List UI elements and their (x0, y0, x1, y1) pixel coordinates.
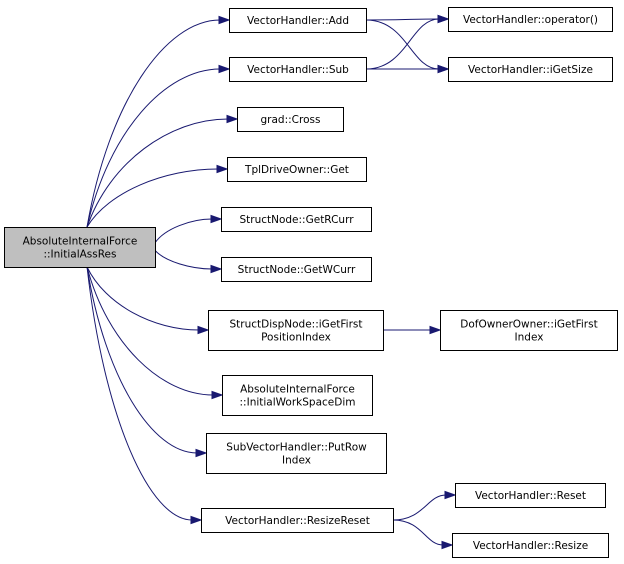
node-box (221, 207, 372, 232)
edge-root-to-sn-getwcurr (154, 249, 213, 270)
edge-root-to-vh-resizereset (86, 266, 193, 521)
arrowhead (211, 390, 224, 400)
node-box (208, 310, 384, 351)
node-label: Index (282, 455, 311, 467)
arrowhead (226, 114, 239, 124)
edge-root-to-svh-putrow (86, 266, 198, 454)
node-vh-resizereset[interactable]: VectorHandler::ResizeReset (201, 508, 394, 533)
nodes-layer: AbsoluteInternalForce::InitialAssResVect… (4, 7, 618, 558)
edge-root-to-vh-add (86, 19, 221, 228)
node-box (201, 508, 394, 533)
arrowhead (444, 490, 457, 500)
node-vh-reset[interactable]: VectorHandler::Reset (455, 483, 606, 508)
node-box (455, 483, 606, 508)
node-box (448, 57, 613, 82)
edge-root-to-sdn-igetfirst (86, 266, 200, 331)
arrowhead (210, 264, 223, 274)
node-box (4, 227, 156, 268)
node-box (229, 57, 367, 82)
node-label: ::InitialAssRes (43, 249, 116, 261)
arrowhead (218, 64, 231, 74)
node-box (206, 433, 387, 474)
node-vh-sub[interactable]: VectorHandler::Sub (229, 57, 367, 82)
node-vh-add[interactable]: VectorHandler::Add (229, 8, 367, 33)
arrowhead (190, 515, 203, 525)
edge-vh-add-to-vh-op (365, 18, 440, 21)
node-label: AbsoluteInternalForce (23, 236, 138, 248)
node-label: StructDispNode::iGetFirst (230, 319, 363, 331)
edge-vh-resizereset-to-vh-resize (392, 519, 444, 546)
node-label: PositionIndex (261, 332, 331, 344)
node-box (221, 257, 372, 282)
arrowhead (437, 14, 450, 24)
node-vh-igetsize[interactable]: VectorHandler::iGetSize (448, 57, 613, 82)
arrowhead (441, 540, 454, 550)
edge-root-to-aif-initws (86, 266, 214, 396)
arrowhead (210, 214, 223, 224)
node-label: VectorHandler::iGetSize (468, 64, 593, 76)
node-label: SubVectorHandler::PutRow (226, 442, 367, 454)
node-label: VectorHandler::ResizeReset (225, 515, 370, 527)
node-label: grad::Cross (261, 114, 321, 126)
edge-root-to-vh-sub (86, 68, 221, 228)
node-label: StructNode::GetWCurr (238, 264, 356, 276)
edge-root-to-sn-getrcurr (154, 218, 213, 244)
node-box (440, 310, 618, 351)
node-label: Index (515, 332, 544, 344)
node-sn-getrcurr[interactable]: StructNode::GetRCurr (221, 207, 372, 232)
node-label: VectorHandler::operator() (463, 14, 598, 26)
node-box (452, 533, 609, 558)
edge-root-to-grad-cross (86, 118, 229, 228)
edge-vh-sub-to-vh-op (365, 18, 440, 70)
node-aif-initws[interactable]: AbsoluteInternalForce::InitialWorkSpaceD… (222, 375, 373, 416)
node-label: VectorHandler::Resize (473, 540, 588, 552)
node-label: ::InitialWorkSpaceDim (240, 397, 356, 409)
arrowhead (216, 164, 229, 174)
node-vh-resize[interactable]: VectorHandler::Resize (452, 533, 609, 558)
edge-vh-resizereset-to-vh-reset (392, 494, 447, 521)
arrowhead (429, 325, 442, 335)
arrowhead (437, 64, 450, 74)
edges-layer (86, 14, 457, 550)
node-label: DofOwnerOwner::iGetFirst (460, 319, 597, 331)
node-sn-getwcurr[interactable]: StructNode::GetWCurr (221, 257, 372, 282)
node-vh-op[interactable]: VectorHandler::operator() (448, 7, 613, 32)
node-box (222, 375, 373, 416)
node-label: AbsoluteInternalForce (240, 384, 355, 396)
node-box (227, 157, 367, 182)
arrowhead (195, 448, 208, 458)
node-label: VectorHandler::Add (247, 15, 349, 27)
node-box (448, 7, 613, 32)
node-root[interactable]: AbsoluteInternalForce::InitialAssRes (4, 227, 156, 268)
node-label: StructNode::GetRCurr (239, 214, 354, 226)
arrowhead (197, 325, 210, 335)
node-label: VectorHandler::Reset (475, 490, 586, 502)
node-label: TplDriveOwner::Get (244, 164, 349, 176)
edge-root-to-tpl-get (86, 168, 219, 228)
node-label: VectorHandler::Sub (247, 64, 349, 76)
node-box (229, 8, 367, 33)
node-tpl-get[interactable]: TplDriveOwner::Get (227, 157, 367, 182)
arrowhead (218, 15, 231, 25)
node-box (237, 107, 344, 132)
node-grad-cross[interactable]: grad::Cross (237, 107, 344, 132)
edge-vh-add-to-vh-igetsize (365, 19, 440, 70)
